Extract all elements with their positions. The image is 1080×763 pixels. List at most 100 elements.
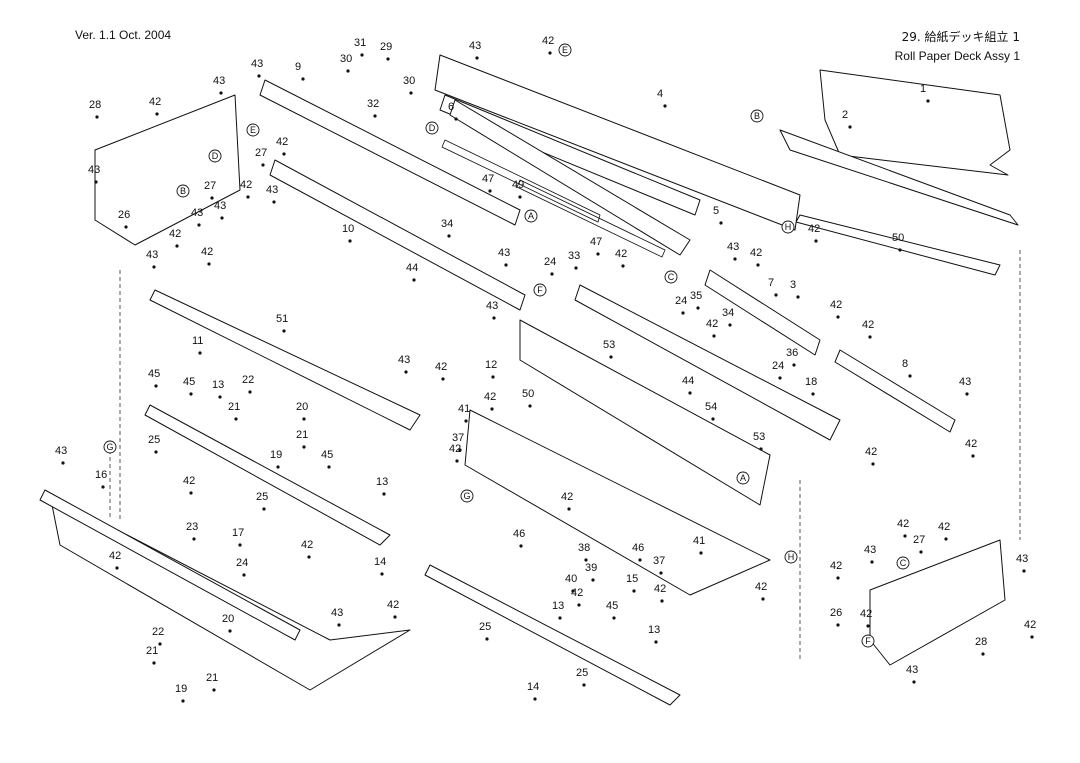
callout-c29: 29 (380, 41, 392, 53)
callout-c19a: 19 (270, 449, 282, 461)
callout-42-21: 42 (654, 583, 666, 595)
callout-c7: 7 (768, 277, 774, 289)
callout-c24b: 24 (675, 295, 687, 307)
callout-42-16-leader-dot (567, 507, 571, 511)
callout-c32-leader-dot (373, 114, 377, 118)
ref-marker-g-0: G (103, 440, 117, 454)
callout-43-3-leader-dot (94, 180, 98, 184)
callout-c6-leader-dot (454, 117, 458, 121)
callout-c21d: 21 (206, 672, 218, 684)
callout-c31: 31 (354, 37, 366, 49)
part-9-rail (259, 79, 521, 226)
callout-42-9-leader-dot (712, 334, 716, 338)
callout-c21c-leader-dot (152, 661, 156, 665)
callout-c12: 12 (485, 359, 497, 371)
version-label: Ver. 1.1 Oct. 2004 (75, 28, 172, 42)
callout-c24a: 24 (544, 256, 556, 268)
callout-42-7-leader-dot (836, 315, 840, 319)
part-10-rail (269, 159, 526, 311)
callout-c5: 5 (713, 205, 719, 217)
callout-43-0: 43 (469, 40, 481, 52)
callout-c2: 2 (842, 109, 848, 121)
callout-42-4: 42 (169, 228, 181, 240)
callout-c34b-leader-dot (728, 323, 732, 327)
callout-42-26: 42 (860, 608, 872, 620)
callout-42-12-leader-dot (455, 459, 459, 463)
callout-c27c: 27 (913, 534, 925, 546)
callout-43-16-leader-dot (1022, 569, 1026, 573)
callout-42-17-leader-dot (577, 603, 581, 607)
callout-42-22: 42 (755, 581, 767, 593)
svg-text:A: A (740, 473, 746, 483)
callout-42-5: 42 (201, 246, 213, 258)
callout-43-7: 43 (498, 247, 510, 259)
callout-42-25: 42 (830, 560, 842, 572)
callout-c39: 39 (585, 562, 597, 574)
callout-c34a-leader-dot (447, 234, 451, 238)
callout-c10-leader-dot (348, 239, 352, 243)
callout-42-19-leader-dot (307, 555, 311, 559)
callout-42-22-leader-dot (761, 597, 765, 601)
ref-marker-a-1: A (736, 471, 750, 485)
callout-c30a-leader-dot (346, 69, 350, 73)
callout-c26b-leader-dot (836, 623, 840, 627)
callout-c46a: 46 (513, 528, 525, 540)
callout-c27b-leader-dot (210, 196, 214, 200)
callout-c39-leader-dot (591, 578, 595, 582)
callout-42-3-leader-dot (246, 195, 250, 199)
callout-42-8: 42 (862, 319, 874, 331)
callout-42-29: 42 (808, 223, 820, 235)
callout-c28b: 28 (975, 636, 987, 648)
callout-42-25-leader-dot (836, 576, 840, 580)
callout-c33: 33 (568, 250, 580, 262)
callout-c13c-leader-dot (558, 616, 562, 620)
callout-43-6: 43 (191, 207, 203, 219)
callout-c37a-leader-dot (458, 448, 462, 452)
callout-c53b-leader-dot (759, 447, 763, 451)
callout-42-20-leader-dot (393, 615, 397, 619)
callout-c17: 17 (232, 527, 244, 539)
ref-marker-g-1: G (460, 489, 474, 503)
callout-c18-leader-dot (811, 392, 815, 396)
callout-c37a: 37 (452, 432, 464, 444)
callout-c24b-leader-dot (681, 311, 685, 315)
callout-c38: 38 (578, 542, 590, 554)
part-47-strip-a (441, 139, 601, 223)
callout-c40: 40 (565, 573, 577, 585)
callout-c45c-leader-dot (327, 465, 331, 469)
part-6-rail (449, 99, 691, 256)
callout-43-14: 43 (959, 376, 971, 388)
callout-43-2: 43 (251, 58, 263, 70)
callout-c21b-leader-dot (302, 445, 306, 449)
callout-43-17-leader-dot (912, 680, 916, 684)
callout-c14b-leader-dot (533, 697, 537, 701)
callout-c23-leader-dot (192, 537, 196, 541)
callout-c25b: 25 (256, 491, 268, 503)
callout-c24d: 24 (236, 557, 248, 569)
callout-c13a-leader-dot (218, 395, 222, 399)
callout-c14a: 14 (374, 556, 386, 568)
callout-c2-leader-dot (848, 125, 852, 129)
callout-c5-leader-dot (719, 221, 723, 225)
callout-c11: 11 (192, 335, 203, 347)
callout-c25a-leader-dot (154, 450, 158, 454)
callout-c30a: 30 (340, 53, 352, 65)
callout-c37b: 37 (653, 555, 665, 567)
callout-c13c: 13 (552, 600, 564, 612)
callout-c45b: 45 (183, 376, 195, 388)
callout-43-13: 43 (331, 607, 343, 619)
callout-c46a-leader-dot (519, 544, 523, 548)
callout-42-13: 42 (965, 438, 977, 450)
callout-c41b: 41 (693, 535, 705, 547)
svg-text:H: H (785, 222, 792, 232)
svg-text:C: C (668, 272, 675, 282)
callout-c13d-leader-dot (654, 640, 658, 644)
callout-43-15: 43 (864, 544, 876, 556)
callout-43-13-leader-dot (337, 623, 341, 627)
ref-marker-e-1: E (246, 123, 260, 137)
callout-c27a: 27 (255, 147, 267, 159)
ref-marker-c-0: C (664, 270, 678, 284)
callout-42-15: 42 (183, 475, 195, 487)
callout-c50b: 50 (892, 232, 904, 244)
